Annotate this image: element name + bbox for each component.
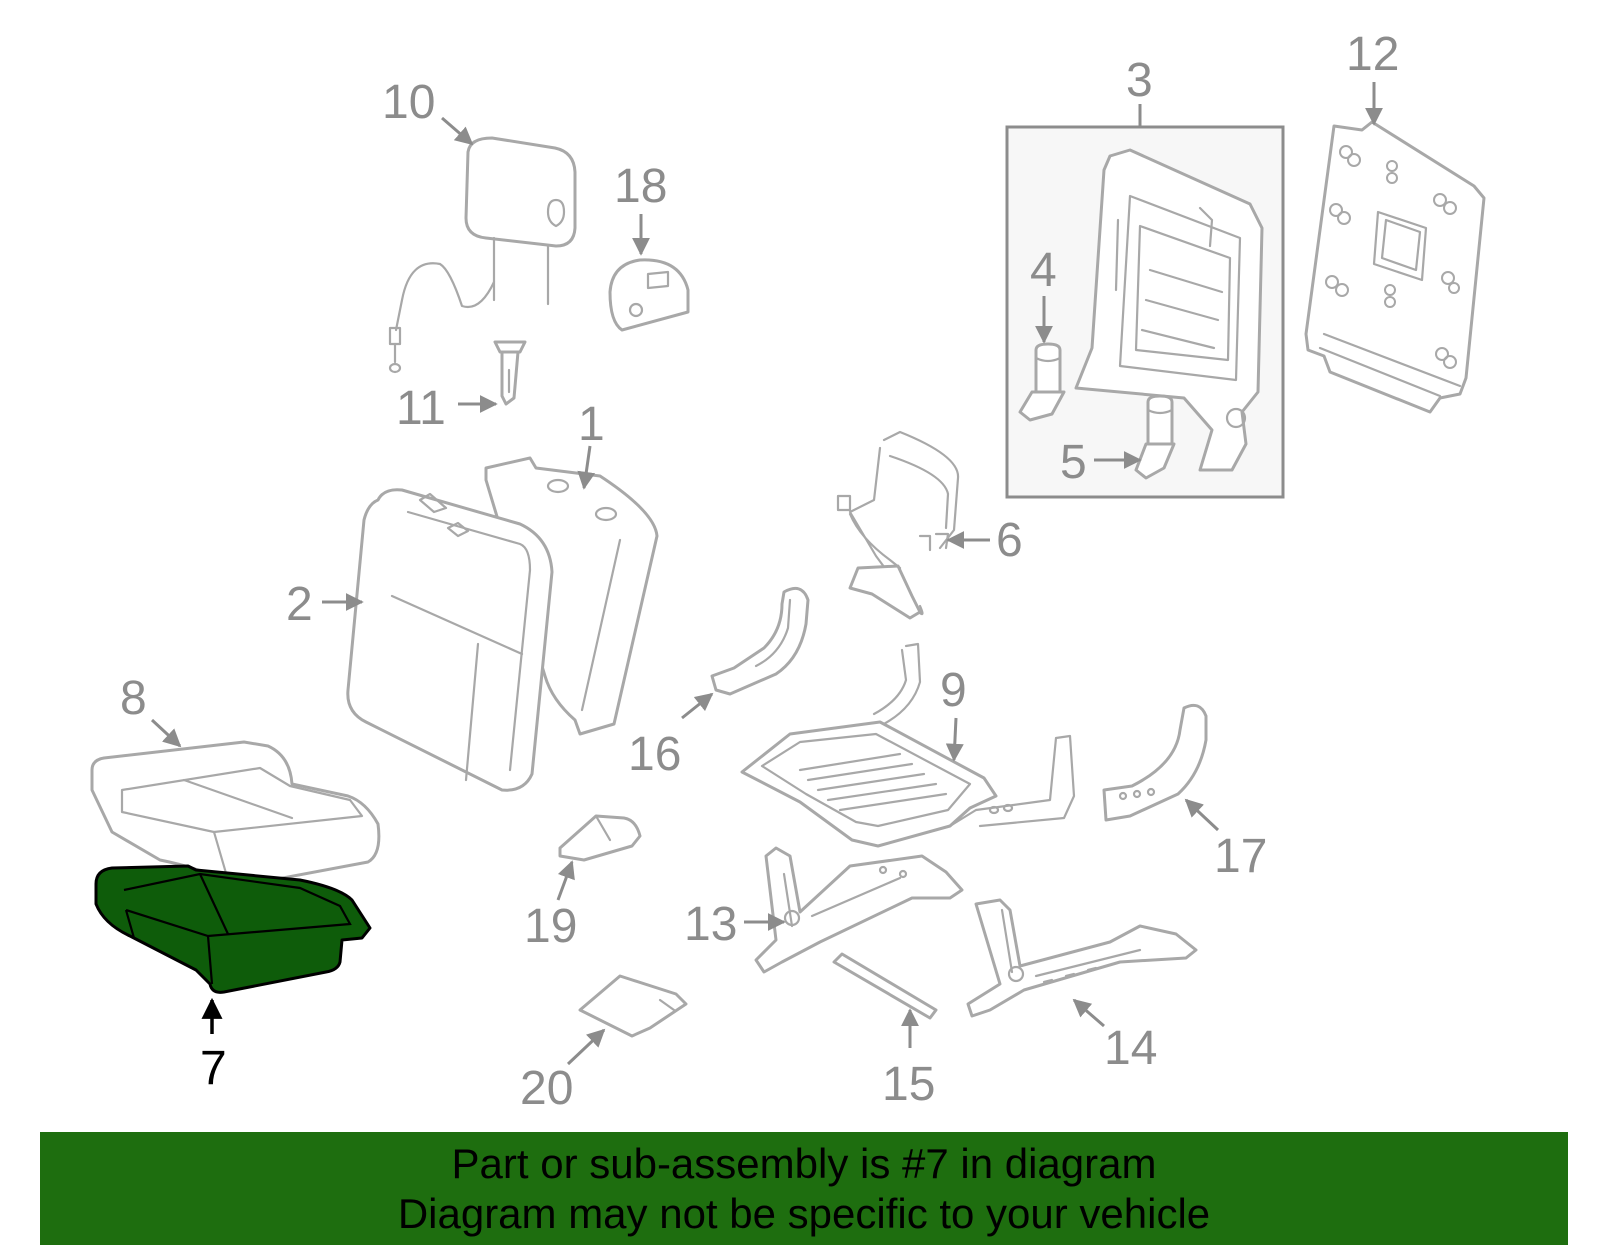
callout-8: 8 [120,672,147,725]
part-1-seat-back [484,456,659,736]
part-3-frame-assembly [1005,125,1285,499]
part-17-bracket [1102,703,1208,822]
part-13-track [754,846,964,974]
banner-line-2: Diagram may not be specific to your vehi… [397,1189,1211,1237]
part-14-track [966,898,1198,1018]
part-12-back-board [1304,120,1486,414]
callout-14: 14 [1104,1022,1157,1075]
callout-10: 10 [382,76,435,129]
part-10-headrest [388,136,577,374]
banner-line-1: Part or sub-assembly is #7 in diagram [451,1139,1157,1187]
callout-3: 3 [1126,54,1153,107]
callout-9: 9 [940,664,967,717]
callout-4: 4 [1030,244,1057,297]
callout-7: 7 [200,1042,227,1095]
part-4-motor [1018,342,1066,422]
callout-1: 1 [578,398,605,451]
part-20-pad [578,974,688,1038]
part-16-bracket [710,586,810,696]
callout-20: 20 [520,1062,573,1115]
callout-13: 13 [684,898,737,951]
leader-lines [150,82,1383,1066]
callout-17: 17 [1214,830,1267,883]
part-19-cover [558,814,642,862]
info-banner: Part or sub-assembly is #7 in diagram Di… [40,1132,1568,1245]
part-15-rod [832,952,938,1020]
callout-12: 12 [1346,28,1399,81]
callout-19: 19 [524,900,577,953]
part-2-seat-back-cushion [346,488,554,792]
part-8-cushion-cover [90,740,381,888]
callout-18: 18 [614,160,667,213]
callout-5: 5 [1060,436,1087,489]
callout-labels: 10 18 11 1 2 8 3 4 5 12 6 9 16 17 19 13 … [120,28,1399,1115]
callout-6: 6 [996,514,1023,567]
part-7-seat-cushion [94,864,372,994]
part-11-guide [493,340,527,406]
part-6-wire-frame [836,430,960,620]
callout-11: 11 [396,382,446,435]
callout-15: 15 [882,1058,935,1111]
part-9-seat-frame [740,642,1076,848]
part-18-cover [608,258,690,332]
callout-16: 16 [628,728,681,781]
callout-2: 2 [286,578,313,631]
part-5-motor [1134,394,1176,480]
